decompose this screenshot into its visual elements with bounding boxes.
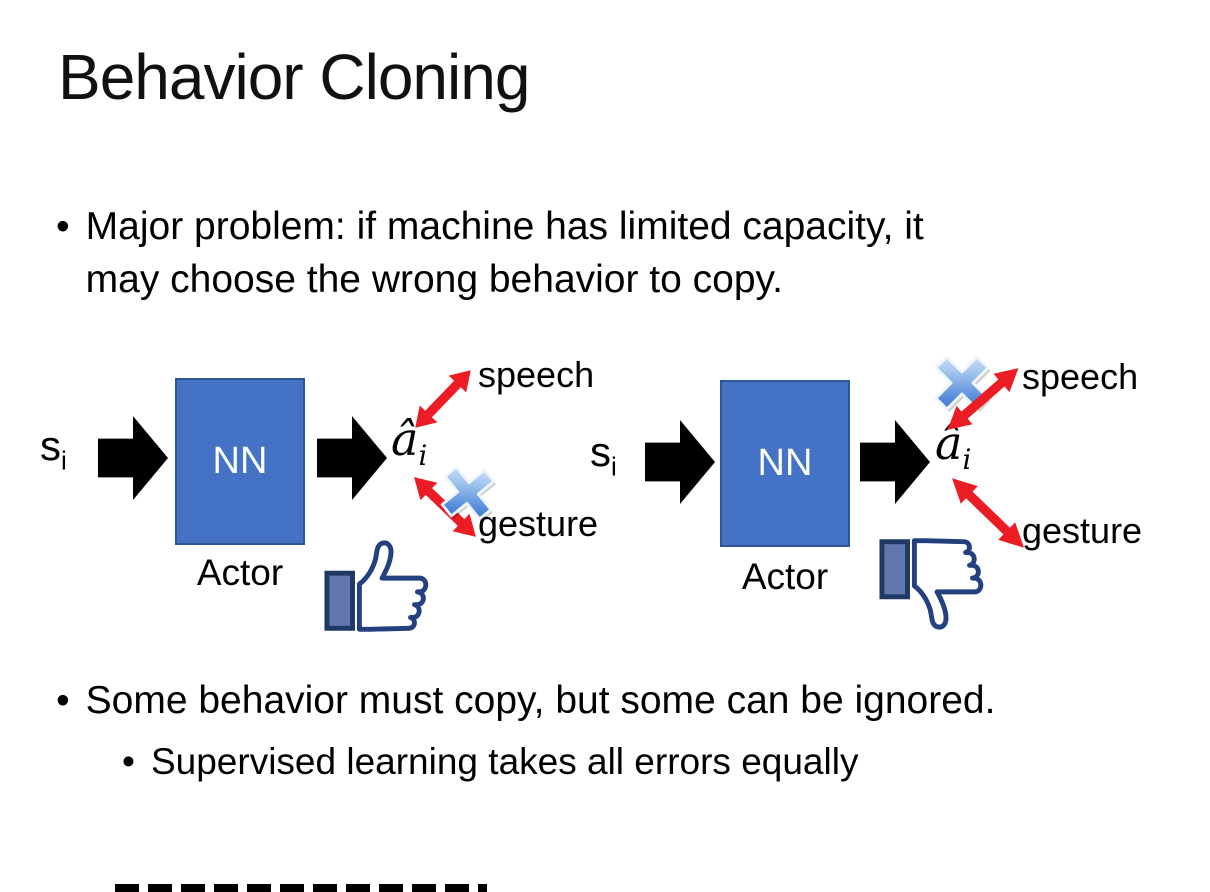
nn-box: NN (175, 378, 305, 545)
action-symbol: â (391, 412, 419, 466)
action-subscript: i (962, 443, 972, 477)
behavior-diagram-left: si NN âi speech gesture Actor (0, 340, 640, 652)
flow-arrow-icon (860, 420, 930, 504)
state-input-label: si (590, 428, 617, 482)
state-subscript: i (61, 445, 67, 476)
speech-branch-label: speech (1022, 356, 1139, 397)
bullet-text: Supervised learning takes all errors equ… (150, 741, 859, 782)
speech-branch-label: speech (478, 354, 595, 395)
flow-arrow-icon (317, 416, 387, 500)
bullet-text: Major problem: if machine has limited ca… (86, 200, 924, 306)
nn-box-label: NN (757, 442, 813, 484)
bullet-major-problem: • Major problem: if machine has limited … (56, 200, 1096, 306)
actor-caption: Actor (196, 552, 284, 593)
gesture-branch-label: gesture (478, 503, 599, 544)
cross-icon (433, 458, 503, 528)
thumbs-down-icon (878, 533, 1000, 637)
bullet-glyph: • (56, 679, 70, 722)
gesture-branch-label: gesture (1022, 510, 1143, 551)
action-output-label: âi (391, 412, 427, 472)
bullet-text: Some behavior must copy, but some can be… (85, 679, 996, 722)
flow-arrow-icon (98, 416, 168, 500)
state-subscript: i (611, 451, 617, 482)
state-symbol: s (40, 422, 61, 469)
sub-bullet-supervised: • Supervised learning takes all errors e… (122, 737, 858, 787)
thumbs-up-icon (323, 533, 445, 637)
bullet-line: may choose the wrong behavior to copy. (85, 258, 783, 301)
clipped-bottom-bar (115, 884, 487, 892)
slide-title: Behavior Cloning (58, 41, 530, 113)
bullet-line: Major problem: if machine has limited ca… (85, 205, 924, 248)
nn-box-label: NN (212, 440, 268, 482)
state-input-label: si (40, 422, 67, 476)
double-arrow-icon (406, 361, 480, 437)
behavior-diagram-right: si NN âi speech gesture Actor (545, 340, 1185, 652)
state-symbol: s (590, 428, 611, 475)
actor-caption: Actor (741, 556, 829, 597)
bullet-glyph: • (122, 741, 135, 782)
bullet-some-behavior: • Some behavior must copy, but some can … (56, 674, 1176, 727)
flow-arrow-icon (645, 420, 715, 504)
action-subscript: i (418, 439, 428, 473)
bullet-glyph: • (56, 205, 70, 248)
nn-box: NN (720, 380, 850, 547)
